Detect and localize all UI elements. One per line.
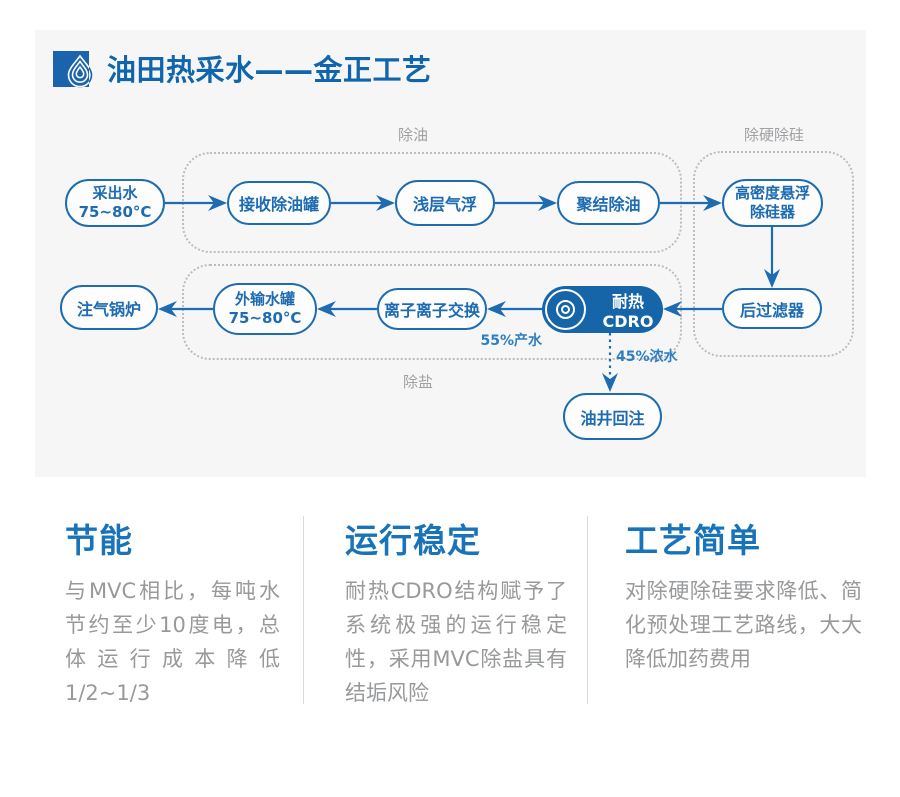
- node-post-filter: 后过滤器: [722, 288, 822, 329]
- group-hardness-silica-removal: [693, 151, 854, 357]
- node-shallow-air-flotation: 浅层气浮: [395, 180, 495, 226]
- feature-title: 运行稳定: [345, 521, 481, 560]
- node-label: 浅层气浮: [412, 195, 477, 214]
- process-diagram-panel: 油田热采水——金正工艺 除油 除硬除硅 除盐: [35, 30, 866, 477]
- node-label: 接收除油罐: [238, 195, 319, 214]
- node-oil-well-reinjection: 油井回注: [563, 393, 662, 440]
- node-coalescing-deoiling: 聚结除油: [557, 181, 660, 225]
- node-label: 采出水 75~80°C: [78, 184, 152, 221]
- feature-section: 节能 与MVC相比，每吨水节约至少10度电，总体运行成本降低1/2~1/3 运行…: [0, 500, 900, 730]
- feature-stable-operation: 运行稳定 耐热CDRO结构赋予了系统极强的运行稳定性，采用MVC除盐具有结垢风险: [345, 500, 567, 710]
- node-label: 高密度悬浮 除硅器: [734, 184, 810, 221]
- feature-text: 耐热CDRO结构赋予了系统极强的运行稳定性，采用MVC除盐具有结垢风险: [345, 579, 567, 705]
- feature-energy-saving: 节能 与MVC相比，每吨水节约至少10度电，总体运行成本降低1/2~1/3: [65, 500, 280, 710]
- divider: [303, 516, 304, 704]
- feature-text: 与MVC相比，每吨水节约至少10度电，总体运行成本降低1/2~1/3: [65, 579, 280, 705]
- feature-title: 节能: [65, 521, 133, 560]
- node-label: 耐热CDRO: [602, 292, 654, 331]
- node-high-density-desilicizer: 高密度悬浮 除硅器: [722, 179, 823, 227]
- node-ion-exchange: 离子离子交换: [377, 288, 487, 330]
- node-receiving-deoiling-tank: 接收除油罐: [227, 181, 331, 225]
- feature-title: 工艺简单: [625, 521, 761, 560]
- node-produced-water: 采出水 75~80°C: [65, 179, 165, 227]
- feature-simple-process: 工艺简单 对除硬除硅要求降低、简化预处理工艺路线，大大降低加药费用: [625, 500, 862, 676]
- group-label-deoiling: 除油: [397, 126, 428, 144]
- node-label: 聚结除油: [576, 195, 641, 214]
- group-label-hardness-silica: 除硬除硅: [743, 126, 804, 144]
- node-heat-resistant-cdro: 耐热CDRO: [542, 286, 663, 333]
- node-label: 后过滤器: [739, 300, 804, 320]
- feature-text: 对除硬除硅要求降低、简化预处理工艺路线，大大降低加药费用: [625, 579, 862, 671]
- water-drop-logo-icon: [53, 51, 93, 88]
- node-label: 外输水罐 75~80°C: [228, 290, 302, 327]
- membrane-roll-icon: [545, 289, 586, 330]
- concentrate-water-label: 45%浓水: [616, 349, 678, 365]
- node-label: 油井回注: [580, 408, 645, 428]
- page-title: 油田热采水——金正工艺: [107, 53, 432, 87]
- divider: [587, 516, 588, 704]
- node-steam-injection-boiler: 注气锅炉: [60, 285, 158, 330]
- group-label-desalting: 除盐: [402, 373, 433, 391]
- node-label: 离子离子交换: [383, 301, 480, 320]
- node-export-water-tank: 外输水罐 75~80°C: [213, 283, 317, 335]
- node-label: 注气锅炉: [76, 299, 141, 319]
- product-water-label: 55%产水: [480, 333, 542, 349]
